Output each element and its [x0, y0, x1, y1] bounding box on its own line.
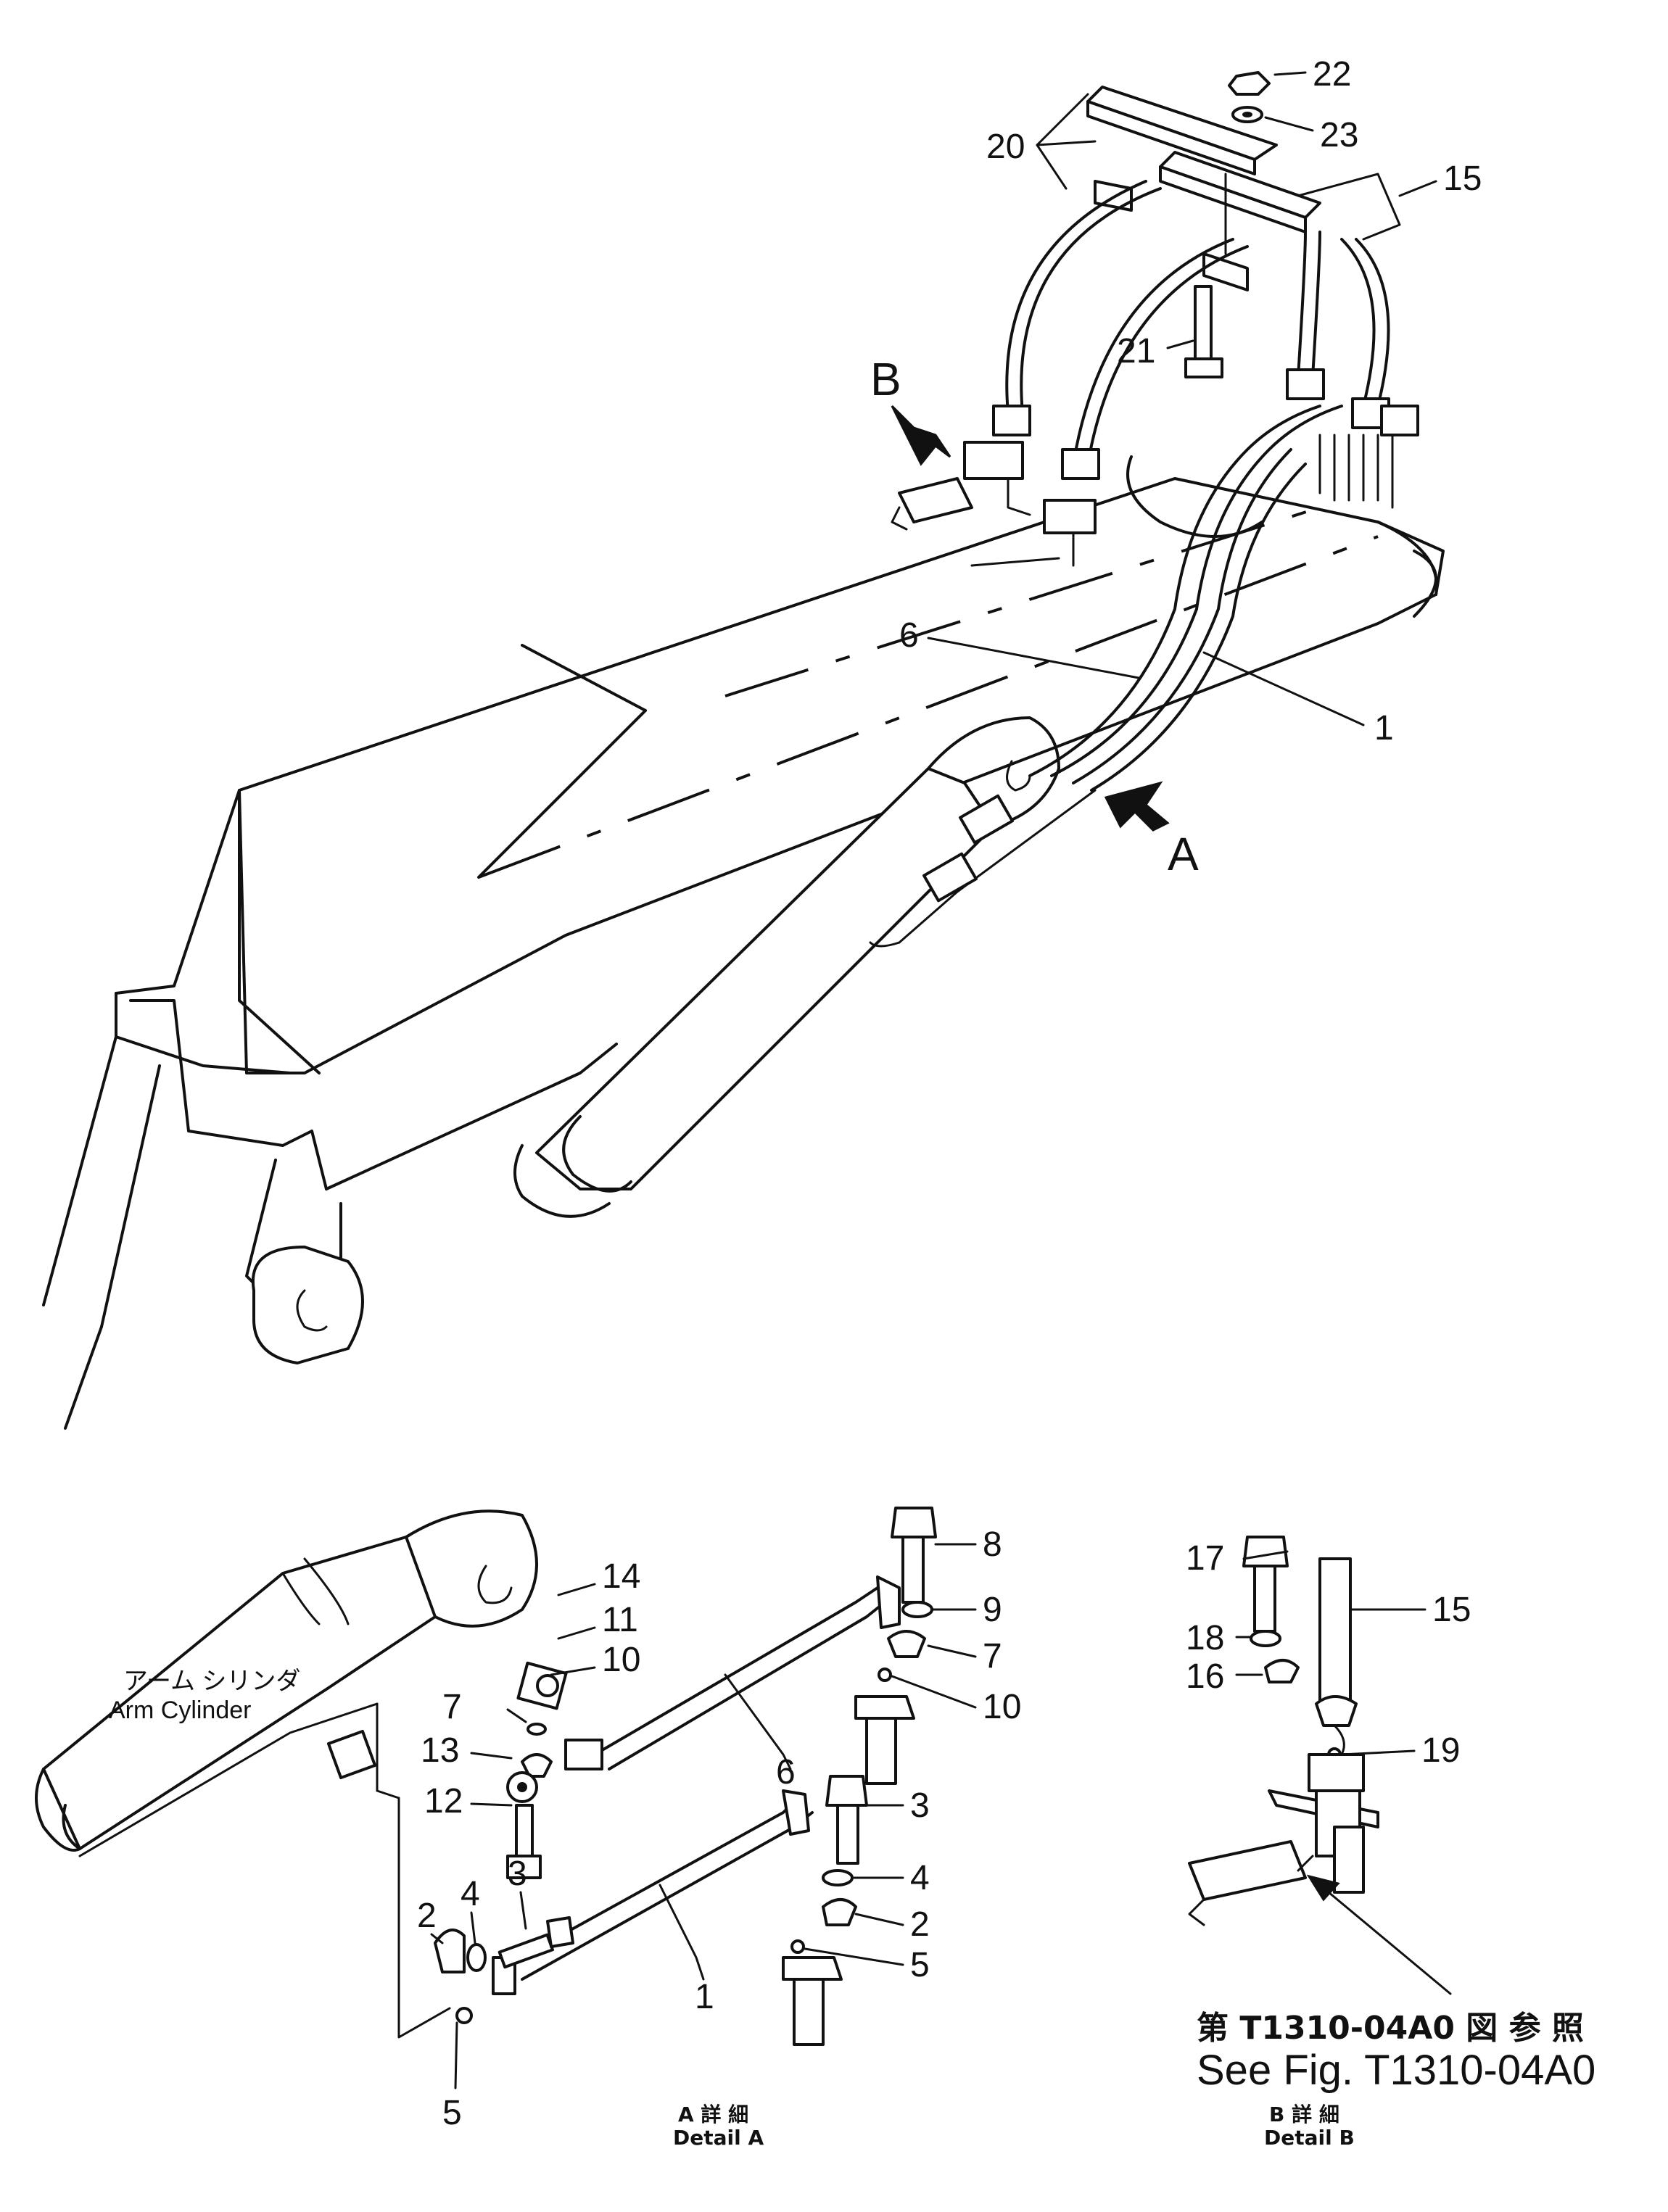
detail-b-callout-15: 15	[1432, 1591, 1471, 1629]
detail-a-callout-4a: 4	[461, 1875, 480, 1913]
detail-a: アーム シリンダ Arm Cylinder	[35, 1507, 1021, 2150]
detail-b-callout-19: 19	[1421, 1731, 1460, 1770]
detail-a-callout-1: 1	[695, 1978, 714, 2016]
callout-1: 1	[1374, 709, 1394, 747]
detail-b-callout-17: 17	[1186, 1539, 1224, 1578]
callout-20: 20	[986, 128, 1025, 166]
detail-a-callout-8: 8	[983, 1525, 1002, 1564]
detail-a-callout-5b: 5	[910, 1946, 930, 1984]
reference-en: See Fig. T1310-04A0	[1197, 2047, 1595, 2094]
boom-assembly	[42, 405, 1445, 1430]
callout-23: 23	[1320, 116, 1358, 154]
detail-b: 17 18 16 15 19 第 T1310-04A0 図 参 照 See Fi…	[1186, 1536, 1595, 2150]
callout-6: 6	[899, 616, 919, 655]
detail-a-callout-6: 6	[776, 1753, 796, 1791]
reference-jp: 第 T1310-04A0 図 参 照	[1197, 2010, 1584, 2047]
detail-a-callout-10a: 10	[602, 1641, 640, 1679]
detail-b-title-en: Detail B	[1264, 2126, 1355, 2150]
detail-b-callout-16: 16	[1186, 1657, 1224, 1696]
detail-a-callout-14: 14	[602, 1557, 640, 1596]
callout-15: 15	[1443, 160, 1482, 198]
detail-a-callout-13: 13	[421, 1731, 459, 1770]
arrow-a-label: A	[1168, 828, 1199, 880]
detail-a-title-en: Detail A	[673, 2126, 764, 2150]
detail-a-title-jp: A 詳 細	[678, 2103, 748, 2126]
detail-b-title-jp: B 詳 細	[1269, 2103, 1339, 2126]
detail-b-callout-18: 18	[1186, 1619, 1224, 1657]
callout-22: 22	[1313, 55, 1351, 94]
detail-a-callout-7a: 7	[442, 1688, 462, 1726]
detail-a-callout-5a: 5	[442, 2094, 462, 2132]
main-callouts: 20 22 23 15 21 6 1 B A	[870, 55, 1482, 880]
arm-cylinder-en: Arm Cylinder	[109, 1697, 251, 1724]
hose-bracket-assembly	[891, 71, 1419, 567]
detail-a-callout-9: 9	[983, 1591, 1002, 1629]
detail-a-callout-2a: 2	[417, 1897, 437, 1935]
detail-a-callout-4b: 4	[910, 1859, 930, 1897]
detail-a-callout-12: 12	[424, 1782, 463, 1820]
arm-cylinder-jp: アーム シリンダ	[123, 1668, 300, 1695]
callout-21: 21	[1117, 332, 1155, 370]
detail-a-callout-2b: 2	[910, 1905, 930, 1944]
detail-a-callout-3a: 3	[508, 1855, 527, 1893]
detail-a-callout-3b: 3	[910, 1786, 930, 1825]
detail-a-callout-10b: 10	[983, 1688, 1021, 1726]
detail-a-callout-7b: 7	[983, 1637, 1002, 1675]
arrow-b-label: B	[870, 353, 901, 405]
detail-a-callout-11: 11	[602, 1601, 638, 1639]
